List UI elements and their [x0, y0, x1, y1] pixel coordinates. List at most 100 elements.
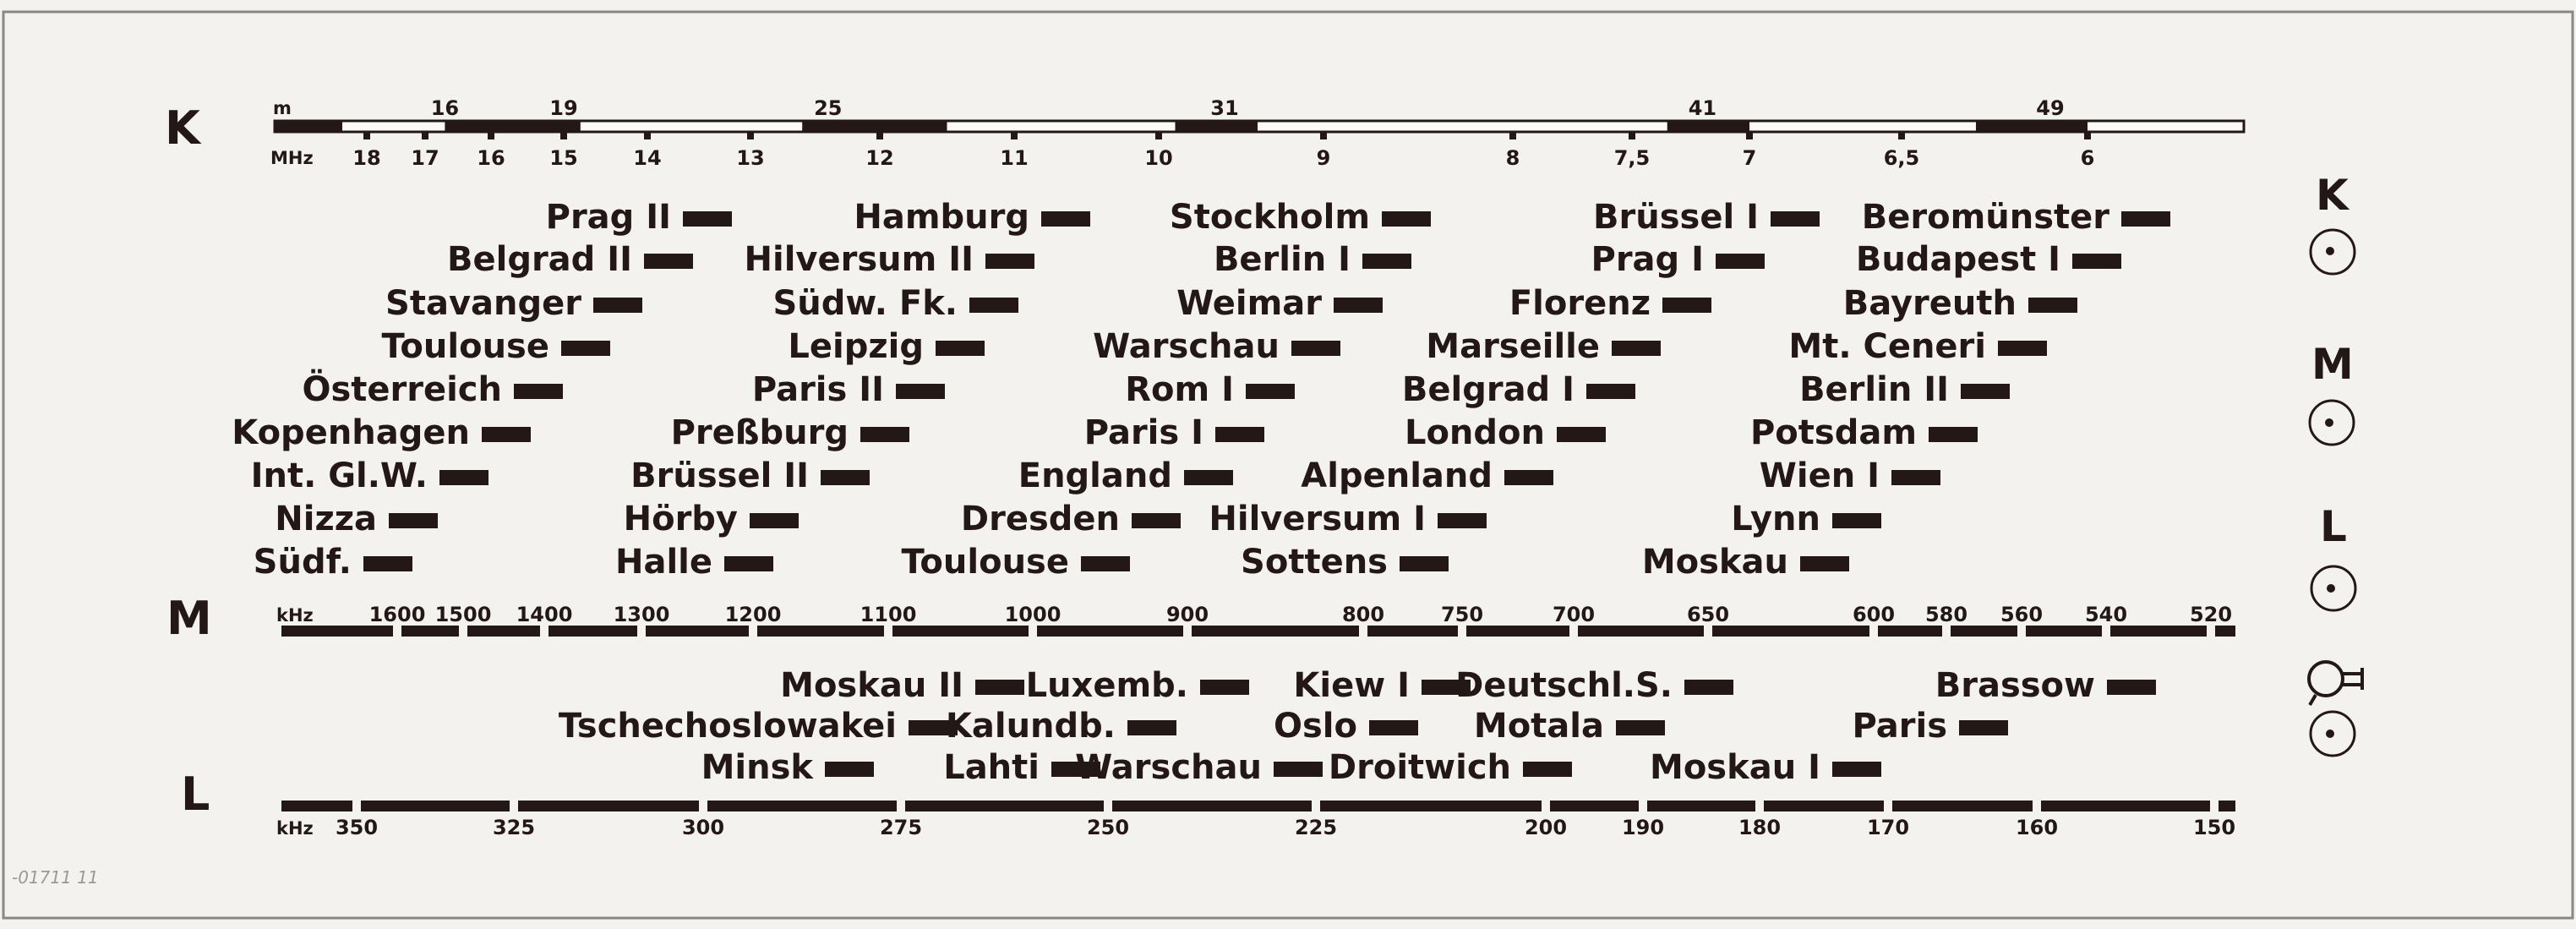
mediumwave-tick-label: 700	[1553, 603, 1595, 626]
shortwave-station-name: London	[1405, 413, 1545, 452]
shortwave-station-name: Preßburg	[671, 413, 849, 452]
shortwave-station-marker	[2121, 211, 2170, 227]
shortwave-station-marker	[593, 298, 642, 313]
longwave-tick-label: 180	[1738, 816, 1781, 839]
shortwave-station-marker	[896, 384, 945, 399]
shortwave-meter-label: 16	[431, 96, 459, 120]
mediumwave-tick-label: 580	[1925, 603, 1967, 626]
longwave-station-marker	[825, 762, 874, 777]
shortwave-station-marker	[1132, 513, 1181, 528]
mediumwave-scale-segment	[892, 626, 1029, 637]
longwave-scale-segment	[518, 801, 699, 812]
shortwave-station-name: Brüssel II	[630, 456, 809, 495]
shortwave-tick-mark	[1155, 131, 1162, 139]
shortwave-station-name: Berlin II	[1799, 370, 1949, 409]
mediumwave-scale-segment	[1367, 626, 1458, 637]
shortwave-station-marker	[1334, 298, 1383, 313]
shortwave-tick-label: 8	[1506, 146, 1520, 170]
shortwave-meter-label: 41	[1689, 96, 1716, 120]
shortwave-tick-mark	[876, 131, 883, 139]
shortwave-station-name: Alpenland	[1301, 456, 1493, 495]
shortwave-tick-mark	[1629, 131, 1635, 139]
shortwave-tick-label: 15	[549, 146, 577, 170]
shortwave-station-name: Halle	[615, 543, 712, 582]
mediumwave-scale-segment	[2026, 626, 2102, 637]
shortwave-station-marker	[1612, 341, 1661, 356]
shortwave-station-marker	[1891, 470, 1940, 485]
longwave-scale-segment	[2219, 801, 2235, 812]
shortwave-station-marker	[683, 211, 732, 227]
shortwave-meter-label: 49	[2036, 96, 2064, 120]
mediumwave-scale-segment	[2110, 626, 2207, 637]
indicator-dot-m-icon	[2308, 399, 2355, 446]
longwave-tick-label: 350	[336, 816, 378, 839]
longwave-scale-segment	[1112, 801, 1312, 812]
longwave-station-name: Minsk	[701, 748, 815, 787]
longwave-station-name: Kiew I	[1293, 666, 1410, 705]
shortwave-tick-mark	[747, 131, 754, 139]
longwave-station-name: Paris	[1853, 707, 1947, 746]
longwave-station-name: Lahti	[943, 748, 1040, 787]
shortwave-band-segment	[1976, 121, 2088, 132]
shortwave-station-name: Toulouse	[901, 543, 1069, 582]
shortwave-station-marker	[561, 341, 610, 356]
shortwave-station-name: Belgrad II	[447, 240, 632, 279]
shortwave-station-marker	[514, 384, 563, 399]
shortwave-mhz-unit: MHz	[270, 148, 314, 168]
mediumwave-tick-label: 560	[2000, 603, 2043, 626]
shortwave-station-name: Berlin I	[1214, 240, 1351, 279]
shortwave-station-name: Weimar	[1176, 284, 1322, 323]
shortwave-tick-mark	[560, 131, 567, 139]
longwave-station-name: Deutschl.S.	[1455, 666, 1673, 705]
shortwave-station-name: Lynn	[1731, 500, 1820, 538]
shortwave-station-marker	[1438, 513, 1487, 528]
shortwave-station-name: Toulouse	[381, 327, 549, 366]
mediumwave-tick-label: 1500	[435, 603, 492, 626]
shortwave-station-name: Südf.	[254, 543, 352, 582]
shortwave-station-name: Int. Gl.W.	[251, 456, 428, 495]
shortwave-station-name: Hamburg	[854, 198, 1029, 237]
mediumwave-tick-label: 600	[1853, 603, 1895, 626]
longwave-tick-label: 170	[1867, 816, 1909, 839]
shortwave-band-segments	[275, 121, 2088, 132]
mediumwave-tick-label: 800	[1342, 603, 1384, 626]
shortwave-station-marker	[1557, 427, 1606, 442]
shortwave-station-name: Wien I	[1760, 456, 1880, 495]
shortwave-tick-label: 14	[633, 146, 661, 170]
indicator-letter-l: L	[2320, 502, 2347, 551]
mediumwave-tick-label: 1100	[860, 603, 917, 626]
shortwave-station-marker	[363, 556, 412, 571]
longwave-scale-segment	[707, 801, 897, 812]
longwave-station-name: Oslo	[1274, 707, 1357, 746]
shortwave-station-marker	[1998, 341, 2047, 356]
shortwave-station-marker	[1081, 556, 1130, 571]
shortwave-meter-unit: m	[273, 98, 292, 118]
shortwave-tick-label: 12	[865, 146, 893, 170]
longwave-station-marker	[2107, 680, 2156, 695]
shortwave-station-marker	[750, 513, 799, 528]
print-number: -01711 11	[12, 867, 99, 888]
shortwave-station-marker	[389, 513, 438, 528]
shortwave-station-name: Bayreuth	[1843, 284, 2017, 323]
shortwave-station-marker	[969, 298, 1018, 313]
shortwave-tick-mark	[1320, 131, 1327, 139]
shortwave-station-name: Nizza	[275, 500, 377, 538]
indicator-letter-m: M	[2311, 340, 2354, 389]
shortwave-tick-label: 7	[1743, 146, 1757, 170]
longwave-station-name: Kalundb.	[946, 707, 1116, 746]
shortwave-tick-mark	[363, 131, 370, 139]
shortwave-station-marker	[439, 470, 488, 485]
longwave-tick-label: 325	[493, 816, 535, 839]
mediumwave-scale-segment	[1878, 626, 1942, 637]
longwave-station-name: Motala	[1474, 707, 1604, 746]
shortwave-station-name: Rom I	[1125, 370, 1234, 409]
shortwave-tick-label: 13	[736, 146, 764, 170]
shortwave-station-marker	[1961, 384, 2010, 399]
mediumwave-scale-segment	[1951, 626, 2017, 637]
shortwave-station-name: Stavanger	[385, 284, 581, 323]
mediumwave-tick-label: 1000	[1005, 603, 1062, 626]
